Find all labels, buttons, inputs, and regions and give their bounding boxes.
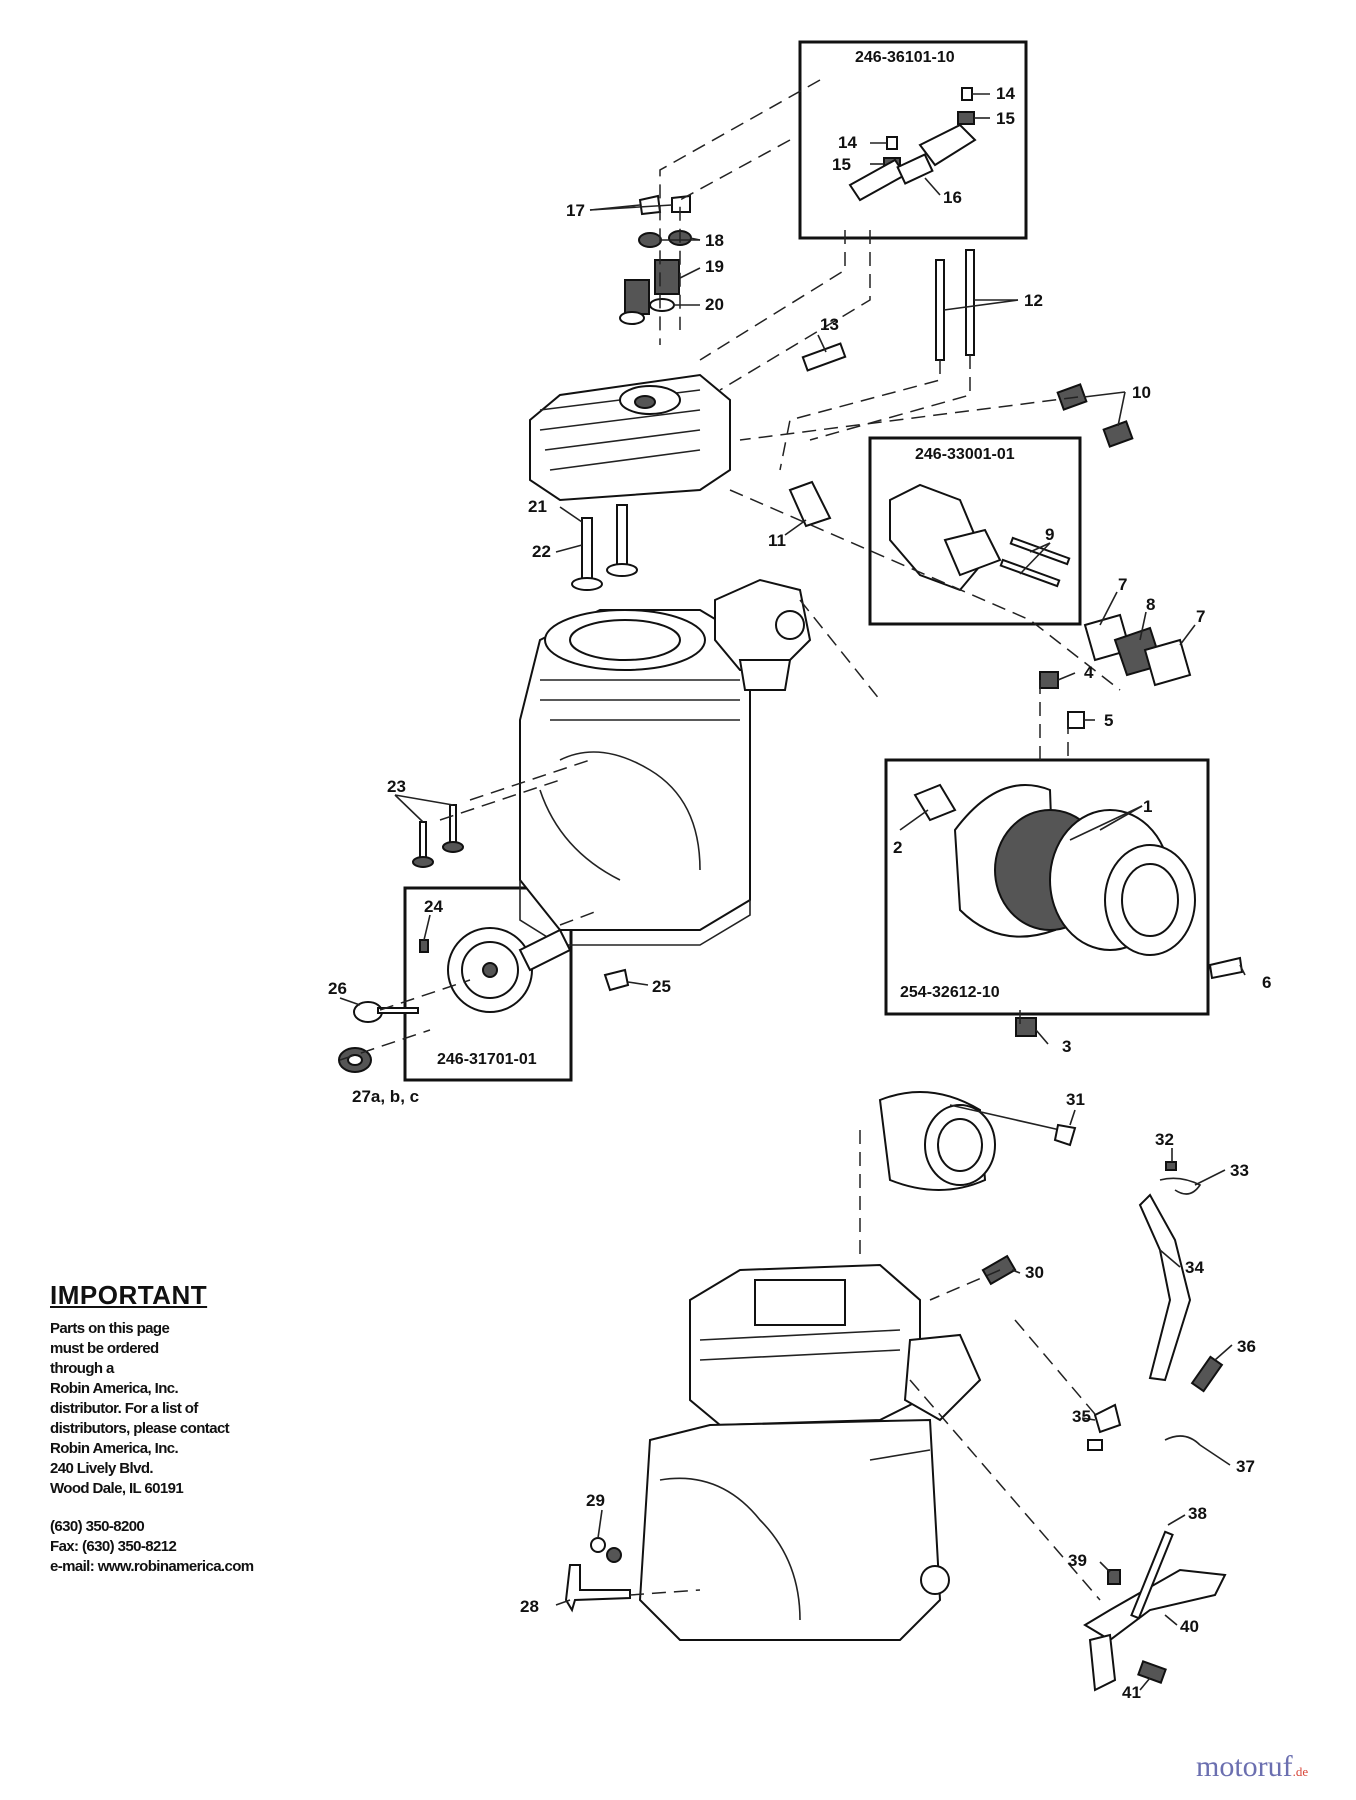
part-label-5: 5 [1104,711,1113,730]
notice-line: 240 Lively Blvd. [50,1460,154,1477]
air-cleaner-cover [878,1091,996,1191]
carburetor [714,578,812,691]
part-label-23: 23 [387,777,406,796]
part-label-14: 14 [996,84,1015,103]
part-label-19: 19 [705,257,724,276]
rocker-kit-number: 246-36101-10 [855,49,955,66]
part-label-41: 41 [1122,1683,1141,1702]
lower-engine-assembly [638,1263,982,1641]
part-label-22: 22 [532,542,551,561]
notice-line: distributors, please contact [50,1420,230,1437]
part-label-33: 33 [1230,1161,1249,1180]
valves [571,504,638,591]
part-label-24: 24 [424,897,443,916]
notice-line: Robin America, Inc. [50,1440,179,1457]
part-label-36: 36 [1237,1337,1256,1356]
watermark-text: motoruf [1196,1750,1293,1783]
part-label-6: 6 [1262,973,1271,992]
bolts-10 [1056,383,1134,448]
part-label-28: 28 [520,1597,539,1616]
intake-kit-number: 246-33001-01 [915,446,1015,463]
part-label-21: 21 [528,497,547,516]
insulator-gaskets [1083,613,1192,687]
notice-phone: (630) 350-8200 [50,1518,145,1535]
governor-linkage [981,1161,1227,1692]
part-label-31: 31 [1066,1090,1085,1109]
cylinder-head [529,373,731,502]
rocker-arm-parts [848,87,977,202]
camshaft-parts [419,927,630,1013]
part-label-32: 32 [1155,1130,1174,1149]
part-label-3: 3 [1062,1037,1071,1056]
part-label-15: 15 [832,155,851,174]
bolts-23 [412,804,464,868]
part-label-13: 13 [820,315,839,334]
notice-email: e-mail: www.robinamerica.com [50,1558,254,1575]
notice-line: must be ordered [50,1340,159,1357]
notice-line: through a [50,1360,114,1377]
air-cleaner-kit-box: 254-32612-10 [884,758,1210,1016]
part-label-11: 11 [768,531,786,550]
part-label-8: 8 [1146,595,1155,614]
notice-line: Parts on this page [50,1320,170,1337]
part-label-17: 17 [566,201,585,220]
part-label-15: 15 [996,109,1015,128]
part-label-35: 35 [1072,1407,1091,1426]
part-label-39: 39 [1068,1551,1087,1570]
part-labels: 14 15 14 15 16 17 18 19 20 12 13 10 11 2… [328,84,1271,1702]
intake-kit-box: 246-33001-01 [868,436,1082,626]
choke-rod [949,1104,1077,1147]
part-label-38: 38 [1188,1504,1207,1523]
intake-pipe [889,483,1071,592]
part-label-12: 12 [1024,291,1043,310]
part-label-4: 4 [1084,663,1094,682]
watermark-logo: motoruf.de [1196,1750,1308,1784]
important-notice: IMPORTANT Parts on this page must be ord… [50,1280,350,1577]
part-label-25: 25 [652,977,671,996]
part-label-29: 29 [586,1491,605,1510]
part-label-14: 14 [838,133,857,152]
part-label-40: 40 [1180,1617,1199,1636]
part-label-30: 30 [1025,1263,1044,1282]
part-label-10: 10 [1132,383,1151,402]
notice-line: distributor. For a list of [50,1400,198,1417]
governor-and-seal [338,1001,419,1073]
part-label-9: 9 [1045,525,1054,544]
part-label-37: 37 [1236,1457,1255,1476]
oil-dipstick-parts [564,1537,631,1613]
part-label-18: 18 [705,231,724,250]
watermark-suffix: .de [1292,1764,1309,1779]
rocker-arm-kit-box: 246-36101-10 [798,40,1028,240]
air-cleaner-parts [913,671,1244,1037]
part-label-26: 26 [328,979,347,998]
leader-lines [339,93,1246,1691]
cylinder-block [519,609,751,946]
part-label-16: 16 [943,188,962,207]
part-label-7: 7 [1118,575,1127,594]
camshaft-kit-number: 246-31701-01 [437,1051,537,1068]
important-heading: IMPORTANT [50,1280,208,1310]
notice-line: Wood Dale, IL 60191 [50,1480,184,1497]
notice-fax: Fax: (630) 350-8212 [50,1538,177,1555]
part-label-34: 34 [1185,1258,1204,1277]
dowel-and-gasket [788,342,847,528]
part-label-20: 20 [705,295,724,314]
part-label-7: 7 [1196,607,1205,626]
pushrods [935,249,975,361]
camshaft-kit-box: 246-31701-01 [403,886,573,1082]
part-label-2: 2 [893,838,902,857]
exploded-view-lines [339,79,1121,1601]
air-cleaner-kit-number: 254-32612-10 [900,984,1000,1001]
part-label-27abc: 27a, b, c [352,1087,419,1106]
part-label-1: 1 [1143,797,1152,816]
notice-line: Robin America, Inc. [50,1380,179,1397]
